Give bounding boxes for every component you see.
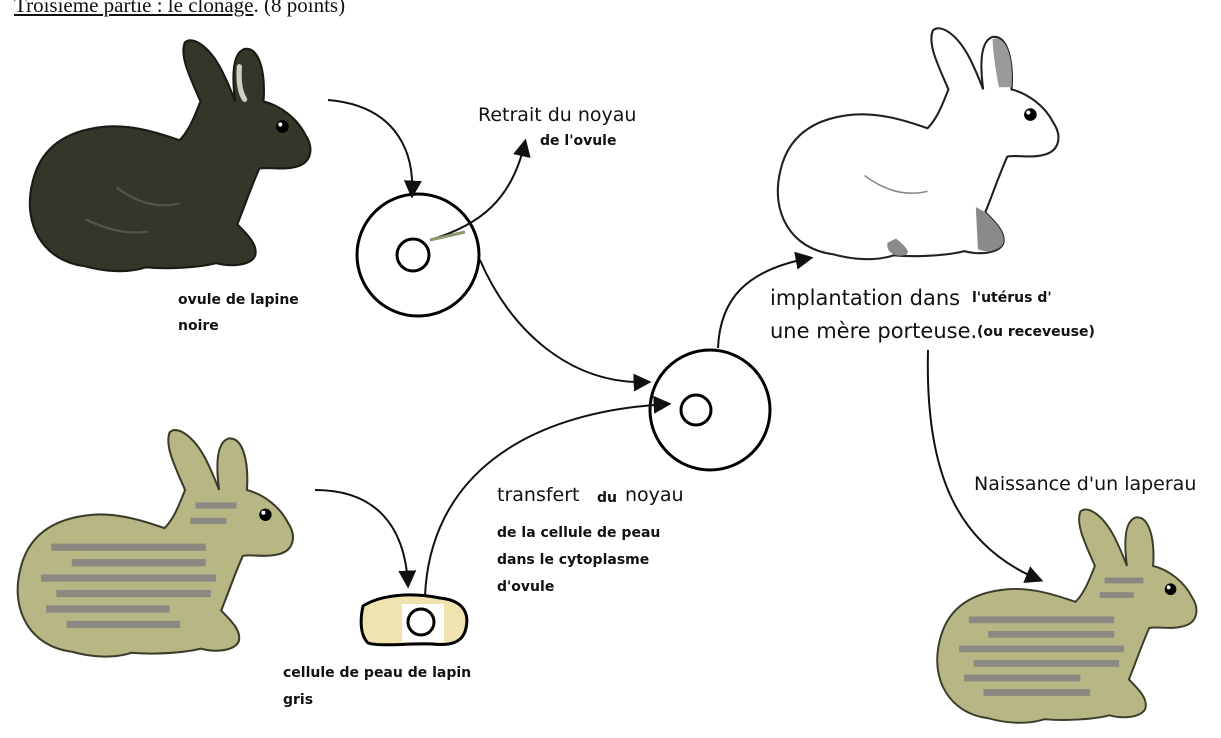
arrow-ovum-to-reconstructed <box>480 260 648 382</box>
transfert-label-line2: de la cellule de peau <box>497 525 660 541</box>
ovum-cell <box>357 194 479 316</box>
grey-rabbit-illustration <box>18 430 293 656</box>
title-rest: . (8 points) <box>254 0 346 17</box>
ovule-label-line1: ovule de lapine <box>178 292 299 308</box>
cellule-label-line1: cellule de peau de lapin <box>283 665 471 681</box>
title-underlined: Troisième partie : le clonage <box>14 0 254 17</box>
transfert-label-line3: dans le cytoplasme <box>497 552 649 568</box>
transfert-label-part1: transfert <box>497 484 580 506</box>
arrow-to-birth <box>928 350 1040 580</box>
ovule-label-line2: noire <box>178 318 219 334</box>
transfert-label-part2: du <box>597 490 617 506</box>
transfert-label-line4: d'ovule <box>497 579 554 595</box>
implant-label-part3: une mère porteuse. <box>770 319 977 343</box>
white-rabbit-illustration <box>778 28 1059 259</box>
skin-cell <box>361 595 467 645</box>
page-title: Troisième partie : le clonage. (8 points… <box>14 0 345 18</box>
reconstructed-cell <box>650 350 770 470</box>
implant-label-part4: (ou receveuse) <box>977 324 1095 340</box>
transfert-label-part3: noyau <box>625 484 684 506</box>
arrow-nucleus-removal <box>430 142 525 240</box>
black-rabbit-illustration <box>30 40 311 271</box>
cellule-label-line2: gris <box>283 692 313 708</box>
naissance-label: Naissance d'un laperau <box>974 473 1196 495</box>
implant-label-part2: l'utérus d' <box>972 290 1052 306</box>
retrait-label-line1: Retrait du noyau <box>478 104 636 126</box>
arrow-grey-rabbit-to-skin-cell <box>315 490 408 585</box>
implant-label-part1: implantation dans <box>770 286 960 310</box>
arrow-black-rabbit-to-ovum <box>328 100 412 195</box>
retrait-label-line2: de l'ovule <box>540 133 616 149</box>
cloned-rabbit-illustration <box>937 510 1196 723</box>
